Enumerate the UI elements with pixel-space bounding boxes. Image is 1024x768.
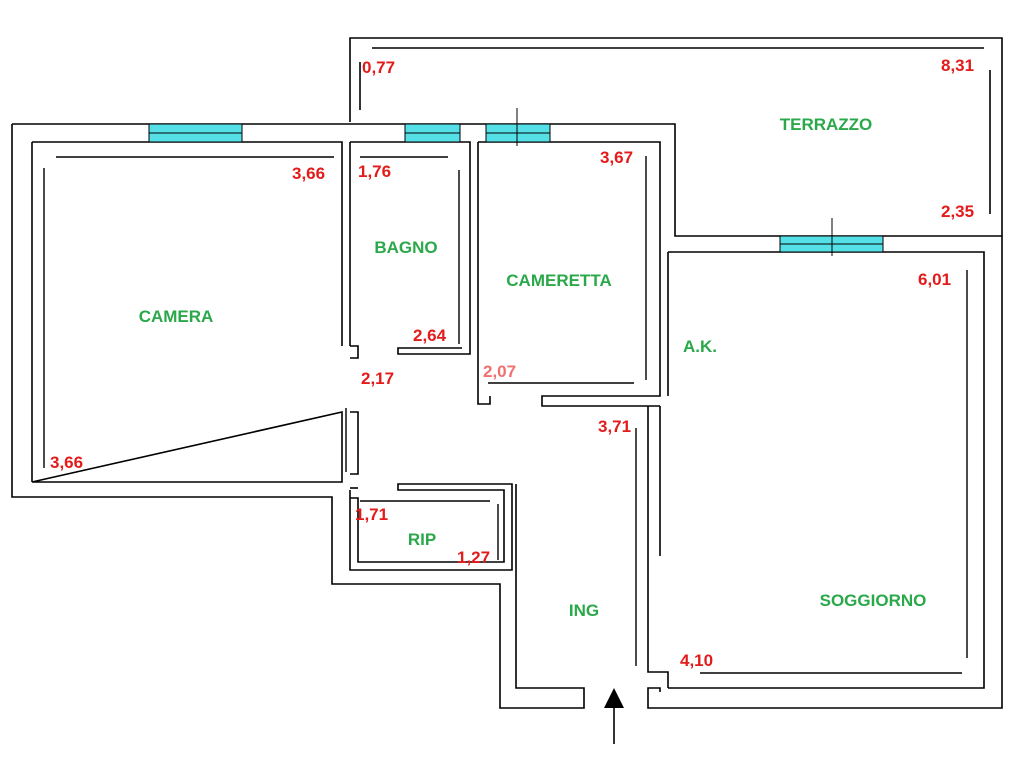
soggiorno-left-wall xyxy=(647,406,669,688)
measure-terrazzo-width: 8,31 xyxy=(941,56,974,75)
entrance-arrow-icon xyxy=(604,688,624,744)
camera-bottom-right xyxy=(350,345,359,359)
measure-corridor-width: 2,17 xyxy=(361,369,394,388)
measure-rip-depth: 1,27 xyxy=(457,548,490,567)
windows xyxy=(148,108,884,256)
room-label-cameretta: CAMERETTA xyxy=(506,271,611,290)
measure-rip-width: 1,71 xyxy=(355,505,388,524)
room-label-camera: CAMERA xyxy=(139,307,214,326)
room-labels: TERRAZZO BAGNO CAMERETTA CAMERA A.K. RIP… xyxy=(139,115,927,620)
cameretta-left-wall xyxy=(477,142,491,405)
apartment-outer-wall-left xyxy=(11,124,585,709)
measure-cameretta-depth: 2,07 xyxy=(483,362,516,381)
room-label-rip: RIP xyxy=(408,530,436,549)
dimension-lines xyxy=(43,156,968,674)
measure-soggiorno-depth: 6,01 xyxy=(918,270,951,289)
cameretta-inner-wall xyxy=(478,141,661,407)
measure-terrazzo-left: 0,77 xyxy=(362,58,395,77)
apartment-outer-wall xyxy=(12,123,1003,709)
measure-bagno-depth: 2,64 xyxy=(413,326,447,345)
room-label-ak: A.K. xyxy=(683,337,717,356)
rip-room-wall xyxy=(349,483,513,571)
measure-soggiorno-width: 4,10 xyxy=(680,651,713,670)
measure-terrazzo-depth: 2,35 xyxy=(941,202,974,221)
measure-bagno-width: 1,76 xyxy=(358,162,391,181)
measurements: 0,77 8,31 2,35 3,66 1,76 3,67 6,01 2,64 … xyxy=(50,56,974,670)
measure-cameretta-width: 3,67 xyxy=(600,148,633,167)
terrace-outer-wall xyxy=(349,37,1003,236)
room-label-bagno: BAGNO xyxy=(374,238,437,257)
measure-camera-depth: 3,66 xyxy=(50,453,83,472)
room-label-soggiorno: SOGGIORNO xyxy=(820,591,927,610)
room-label-terrazzo: TERRAZZO xyxy=(780,115,873,134)
measure-ak-depth: 3,71 xyxy=(598,417,631,436)
soggiorno-inner-wall xyxy=(668,251,985,689)
measure-camera-width: 3,66 xyxy=(292,164,325,183)
corridor-left-wall xyxy=(350,411,359,475)
room-label-ing: ING xyxy=(569,601,599,620)
camera-inner-wall xyxy=(31,141,343,483)
